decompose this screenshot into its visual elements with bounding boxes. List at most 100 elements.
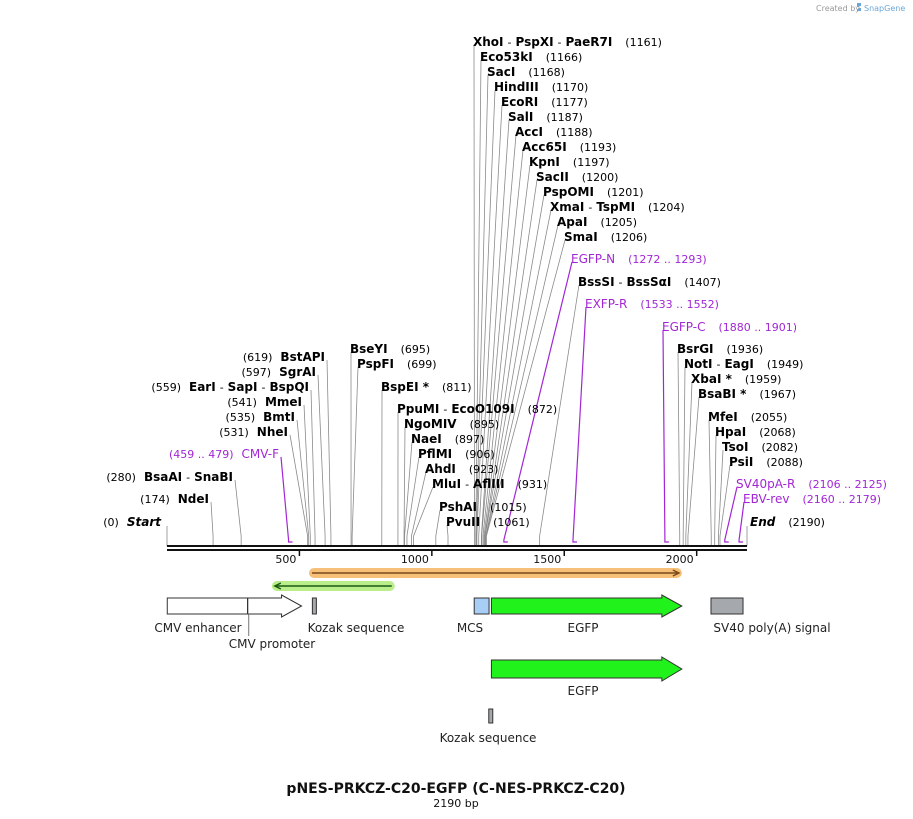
site-label-ecori[interactable]: EcoRI(1177) bbox=[501, 95, 588, 109]
primer-connector-cmv-f bbox=[280, 456, 293, 543]
site-connector-xbai bbox=[685, 381, 693, 546]
site-label-nhei[interactable]: (531)NheI bbox=[219, 425, 288, 439]
site-label-ppumi-ecoo109i[interactable]: PpuMI-EcoO109I(872) bbox=[397, 402, 557, 416]
label-name-part: NaeI bbox=[411, 432, 442, 446]
label-name-part: NdeI bbox=[178, 492, 209, 506]
site-label-tsoi[interactable]: TsoI(2082) bbox=[722, 440, 798, 454]
site-label-mlui-afliii[interactable]: MluI-AflIII(931) bbox=[432, 477, 547, 491]
site-connectors bbox=[166, 44, 748, 546]
ruler-tick-label: 500 bbox=[275, 553, 296, 566]
site-label-ndei[interactable]: (174)NdeI bbox=[140, 492, 209, 506]
label-position: (1407) bbox=[684, 276, 721, 289]
site-label-eari-sapi-bspqi[interactable]: (559)EarI-SapI-BspQI bbox=[151, 380, 309, 394]
site-connector-pspomi bbox=[484, 194, 545, 546]
label-name-part: EBV-rev bbox=[743, 492, 789, 506]
end-label-start[interactable]: (0)Start bbox=[103, 515, 162, 529]
site-label-mfei[interactable]: MfeI(2055) bbox=[708, 410, 787, 424]
site-label-bspei[interactable]: BspEI *(811) bbox=[381, 380, 472, 394]
site-label-hindiii[interactable]: HindIII(1170) bbox=[494, 80, 588, 94]
site-label-sgrai[interactable]: (597)SgrAI bbox=[242, 365, 317, 379]
site-label-bsabi[interactable]: BsaBI *(1967) bbox=[698, 387, 796, 401]
site-label-apai[interactable]: ApaI(1205) bbox=[557, 215, 637, 229]
site-label-xhoi-pspxi-paer7i[interactable]: XhoI-PspXI-PaeR7I(1161) bbox=[473, 35, 662, 49]
site-connector-ahdi bbox=[411, 471, 427, 546]
site-connector-ndei bbox=[210, 501, 214, 546]
site-label-ngomiv[interactable]: NgoMIV(895) bbox=[404, 417, 499, 431]
label-position: (2082) bbox=[761, 441, 798, 454]
end-label-end[interactable]: End(2190) bbox=[750, 515, 825, 529]
label-name-part: XhoI bbox=[473, 35, 504, 49]
primer-label-egfp-c[interactable]: EGFP-C(1880 .. 1901) bbox=[662, 320, 797, 334]
site-label-xmai-tspmi[interactable]: XmaI-TspMI(1204) bbox=[550, 200, 685, 214]
label-name-part: EagI bbox=[724, 357, 753, 371]
site-label-pflmi[interactable]: PflMI(906) bbox=[418, 447, 495, 461]
site-label-eco53ki[interactable]: Eco53kI(1166) bbox=[480, 50, 582, 64]
primer-label-exfp-r[interactable]: EXFP-R(1533 .. 1552) bbox=[585, 297, 719, 311]
feature-kozak-sequence[interactable]: Kozak sequence bbox=[308, 597, 405, 635]
label-position: (0) bbox=[103, 516, 119, 529]
feature-sv40-poly-a-signal[interactable]: SV40 poly(A) signal bbox=[710, 597, 831, 635]
site-label-bmti[interactable]: (535)BmtI bbox=[226, 410, 295, 424]
site-label-pvuii[interactable]: PvuII(1061) bbox=[446, 515, 530, 529]
site-connector-tsoi bbox=[717, 449, 724, 546]
label-name-part: EarI bbox=[189, 380, 216, 394]
label-name-part: EXFP-R bbox=[585, 297, 627, 311]
site-label-sacii[interactable]: SacII(1200) bbox=[536, 170, 618, 184]
site-label-bstapi[interactable]: (619)BstAPI bbox=[243, 350, 325, 364]
site-label-kpni[interactable]: KpnI(1197) bbox=[529, 155, 609, 169]
feature-label: EGFP bbox=[567, 684, 598, 698]
orf-reverse[interactable] bbox=[271, 581, 395, 591]
site-label-noti-eagi[interactable]: NotI-EagI(1949) bbox=[684, 357, 803, 371]
feature-label: SV40 poly(A) signal bbox=[713, 621, 830, 635]
label-name-part: BseYI bbox=[350, 342, 388, 356]
primer-label-sv40pa-r[interactable]: SV40pA-R(2106 .. 2125) bbox=[736, 477, 887, 491]
label-position: (811) bbox=[442, 381, 472, 394]
feature-cmv-enhancer[interactable]: CMV enhancer bbox=[154, 597, 249, 635]
label-position: (699) bbox=[407, 358, 437, 371]
label-position: (2055) bbox=[751, 411, 788, 424]
label-position: (1193) bbox=[580, 141, 617, 154]
label-name-part: BmtI bbox=[263, 410, 295, 424]
feature-kozak-sequence[interactable]: Kozak sequence bbox=[440, 708, 537, 745]
label-position: (597) bbox=[242, 366, 272, 379]
orf-tracks bbox=[271, 568, 682, 591]
site-label-sali[interactable]: SalI(1187) bbox=[508, 110, 583, 124]
site-label-ahdi[interactable]: AhdI(923) bbox=[425, 462, 498, 476]
site-label-mmei[interactable]: (541)MmeI bbox=[227, 395, 302, 409]
site-label-hpai[interactable]: HpaI(2068) bbox=[715, 425, 796, 439]
site-label-bsrgi[interactable]: BsrGI(1936) bbox=[677, 342, 763, 356]
primer-label-egfp-n[interactable]: EGFP-N(1272 .. 1293) bbox=[571, 252, 707, 266]
site-connector-acc65i bbox=[482, 149, 524, 546]
site-connector-bsssi-bsss-i bbox=[539, 284, 580, 546]
site-label-pspfi[interactable]: PspFI(699) bbox=[357, 357, 437, 371]
feature-cmv-promoter[interactable]: CMV promoter bbox=[229, 594, 316, 651]
primer-label-ebv-rev[interactable]: EBV-rev(2160 .. 2179) bbox=[743, 492, 881, 506]
label-position: (459 .. 479) bbox=[169, 448, 234, 461]
feature-mcs[interactable]: MCS bbox=[457, 597, 490, 635]
feature-egfp[interactable]: EGFP bbox=[490, 656, 683, 698]
site-label-bsssi-bsss-i[interactable]: BssSI-BssSαI(1407) bbox=[578, 275, 721, 289]
site-connector-hindiii bbox=[476, 89, 496, 546]
feature-egfp[interactable]: EGFP bbox=[490, 594, 683, 635]
site-label-pspomi[interactable]: PspOMI(1201) bbox=[543, 185, 644, 199]
label-name-part: NgoMIV bbox=[404, 417, 457, 431]
label-name-part: HindIII bbox=[494, 80, 539, 94]
label-name-part: EcoO109I bbox=[451, 402, 514, 416]
site-connector-bsrgi bbox=[677, 351, 681, 546]
site-label-bsaai-snabi[interactable]: (280)BsaAI-SnaBI bbox=[106, 470, 233, 484]
site-label-psii[interactable]: PsiI(2088) bbox=[729, 455, 803, 469]
orf-forward[interactable] bbox=[308, 568, 682, 578]
site-label-acci[interactable]: AccI(1188) bbox=[515, 125, 593, 139]
site-label-saci[interactable]: SacI(1168) bbox=[487, 65, 565, 79]
label-name-part: HpaI bbox=[715, 425, 746, 439]
site-label-bseyi[interactable]: BseYI(695) bbox=[350, 342, 430, 356]
site-label-pshai[interactable]: PshAI(1015) bbox=[439, 500, 527, 514]
site-label-naei[interactable]: NaeI(897) bbox=[411, 432, 484, 446]
label-name-part: AccI bbox=[515, 125, 543, 139]
feature-label: Kozak sequence bbox=[440, 731, 537, 745]
site-label-smai[interactable]: SmaI(1206) bbox=[564, 230, 647, 244]
site-label-xbai[interactable]: XbaI *(1959) bbox=[691, 372, 781, 386]
site-label-acc65i[interactable]: Acc65I(1193) bbox=[522, 140, 616, 154]
primer-label-cmv-f[interactable]: (459 .. 479)CMV-F bbox=[169, 447, 279, 461]
